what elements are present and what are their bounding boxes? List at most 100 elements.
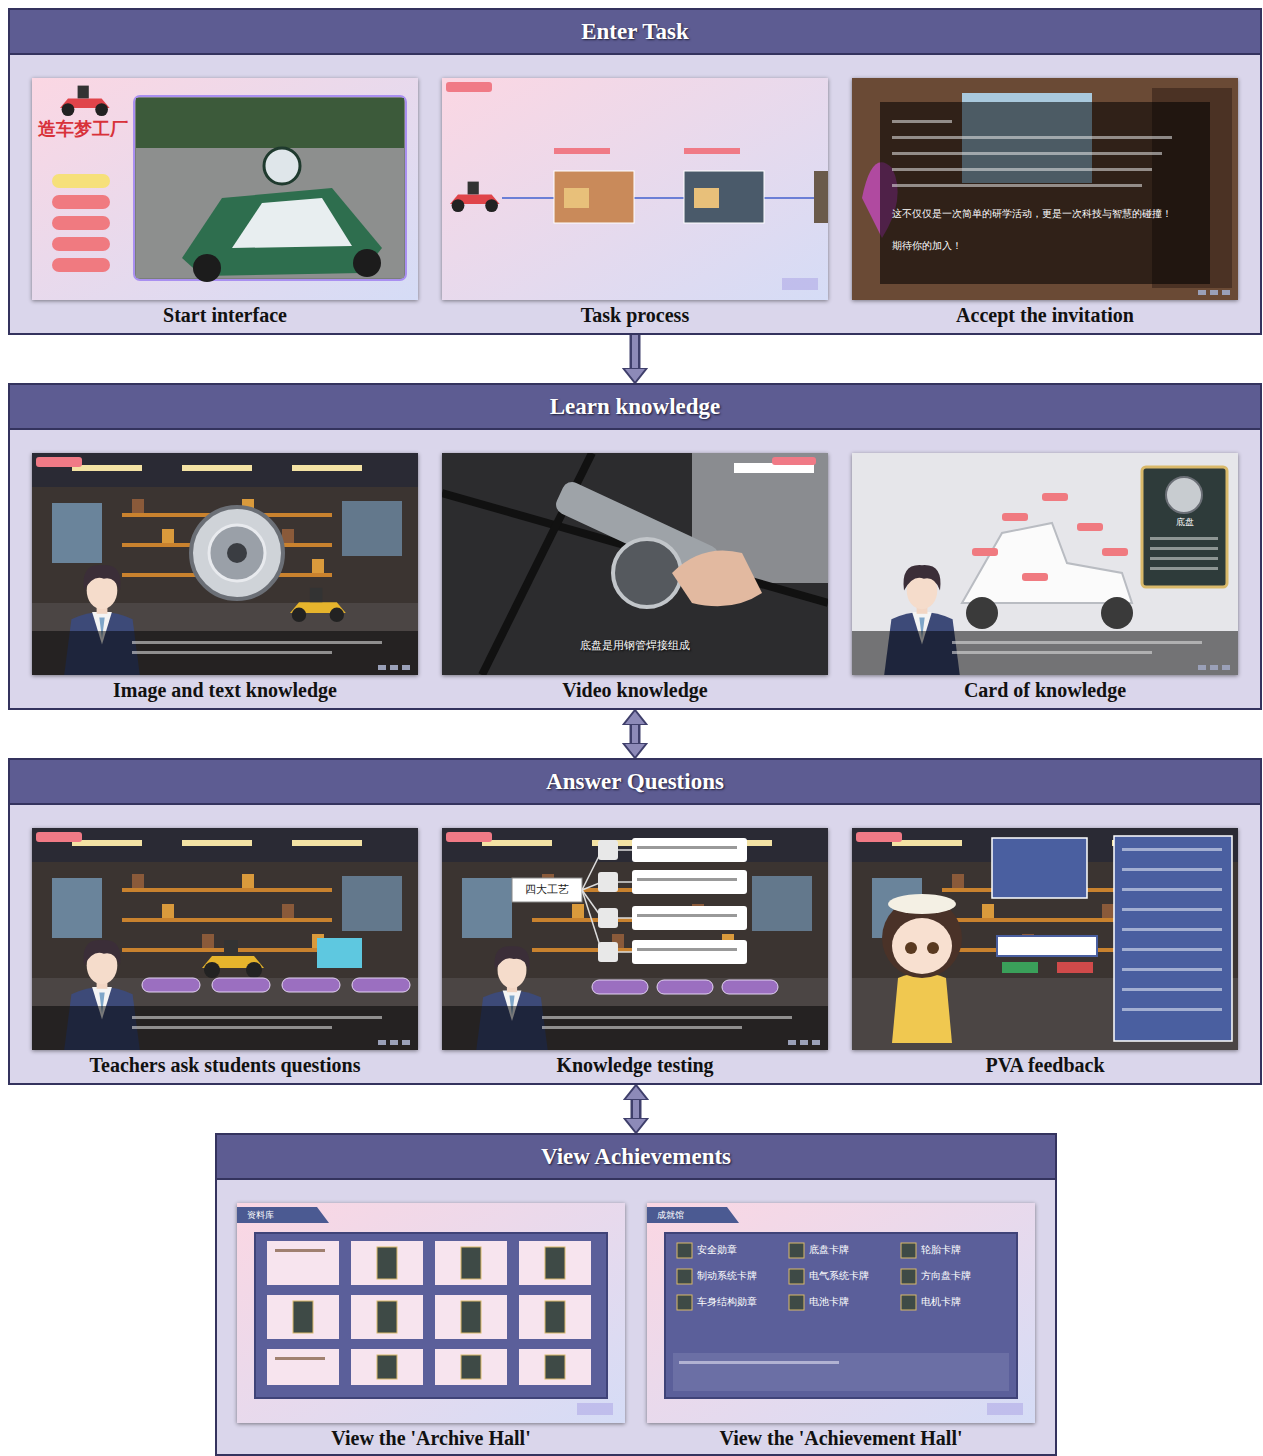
dialog-line: [132, 1016, 382, 1019]
screenshot-caption: Teachers ask students questions: [32, 1054, 418, 1077]
shelf-item: [982, 904, 994, 918]
panel-header: Enter Task: [10, 10, 1260, 55]
menu-button: [402, 665, 410, 670]
panel-header: Answer Questions: [10, 760, 1260, 805]
menu-button: [52, 258, 110, 272]
shelf-item: [282, 529, 294, 543]
illustration-shape: [32, 828, 418, 862]
flow-arrow-fill: [632, 335, 638, 368]
menu-button: [1210, 290, 1218, 295]
achievement-icon: [789, 1243, 804, 1258]
ceiling-light: [292, 465, 362, 471]
window: [52, 503, 102, 563]
achievement-item: 电气系统卡牌: [809, 1270, 869, 1283]
kart-wheel: [62, 103, 75, 116]
dialog-band: [852, 631, 1238, 675]
mind-map-link: [582, 890, 602, 952]
mind-map-line: [637, 846, 737, 849]
screenshot-caption: Knowledge testing: [442, 1054, 828, 1077]
menu-button: [1222, 665, 1230, 670]
kart-icon: [60, 86, 110, 116]
trees: [136, 98, 404, 148]
achievement-icon: [901, 1243, 916, 1258]
invitation-line: [892, 184, 1142, 187]
screenshot-caption: Start interface: [32, 304, 418, 327]
screenshot-art: [32, 453, 418, 675]
kart-wheel: [193, 254, 221, 282]
achievement-icon: [901, 1269, 916, 1284]
part-tag: [972, 548, 998, 556]
invitation-line: [892, 168, 1152, 171]
ceiling-light: [182, 465, 252, 471]
ceiling-light: [72, 840, 142, 846]
app-title: 造车梦工厂: [38, 118, 128, 141]
feedback-line: [1122, 848, 1222, 851]
dialog-line: [132, 651, 332, 654]
mind-map-link: [618, 917, 632, 919]
feedback-line: [1122, 888, 1222, 891]
stage-panel: Learn knowledgeImage and text knowledgeV…: [8, 383, 1262, 710]
connector-group: [635, 725, 636, 743]
feedback-line: [1122, 968, 1222, 971]
track: [136, 148, 404, 278]
screenshot-art: [32, 828, 418, 1050]
monitor: [317, 938, 362, 968]
tag: [36, 457, 82, 467]
pva-hat: [888, 894, 956, 914]
mind-map-line: [637, 878, 737, 881]
archive-note: [275, 1249, 325, 1252]
screenshot: Image and text knowledge: [32, 453, 418, 675]
question-panel: [992, 838, 1087, 898]
menu-button: [1222, 290, 1230, 295]
step-tag: [684, 148, 740, 154]
flow-arrow: [631, 1100, 642, 1118]
mind-map-node: [598, 872, 618, 892]
shelf-item: [162, 904, 174, 918]
achievement-icon: [677, 1269, 692, 1284]
teacher-hair: [903, 565, 940, 590]
teacher-hair: [83, 940, 120, 965]
panel-header: View Achievements: [217, 1135, 1055, 1180]
mind-map-node: [598, 942, 618, 962]
shelf-item: [132, 499, 144, 513]
kart-seat: [310, 588, 323, 602]
dialog-line: [132, 641, 382, 644]
tag: [856, 832, 902, 842]
pva-dress: [892, 973, 952, 1043]
screenshot-caption: Video knowledge: [442, 679, 828, 702]
archive-cell: [519, 1349, 591, 1385]
archive-card: [545, 1355, 565, 1379]
invitation-text: 期待你的加入！: [892, 240, 1202, 253]
mind-map-leaf: [632, 838, 747, 862]
invitation-text: 这不仅仅是一次简单的研学活动，更是一次科技与智慧的碰撞！: [892, 208, 1202, 221]
archive-cell: [267, 1295, 339, 1339]
screen-background: [442, 78, 828, 300]
archive-cell: [267, 1241, 339, 1285]
archive-card: [461, 1301, 481, 1333]
kart-wheel: [353, 249, 381, 277]
screenshot-art: [852, 828, 1238, 1050]
shelf: [122, 918, 332, 922]
mind-map-root: 四大工艺: [512, 883, 582, 897]
feedback-line: [1122, 908, 1222, 911]
flow-arrow: [630, 725, 641, 743]
screenshot-art: [852, 78, 1238, 300]
mind-map-root-box: [512, 878, 582, 902]
pva-figure: [882, 894, 962, 1043]
screenshot: PVA feedback: [852, 828, 1238, 1050]
tag: [36, 832, 82, 842]
floor: [442, 978, 828, 1050]
ceiling-light: [892, 840, 962, 846]
screenshot-art: [442, 78, 828, 300]
menu-button: [378, 665, 386, 670]
shelf-item: [282, 904, 294, 918]
part-tag: [1077, 523, 1103, 531]
kart-icon: [202, 940, 264, 978]
brake-disc: [613, 539, 681, 607]
mind-map-leaf: [632, 870, 747, 894]
panel-header: Learn knowledge: [10, 385, 1260, 430]
menu-button: [1198, 665, 1206, 670]
archive-card: [377, 1247, 397, 1279]
screenshot-art: [647, 1203, 1035, 1423]
card-line: [1150, 547, 1218, 550]
